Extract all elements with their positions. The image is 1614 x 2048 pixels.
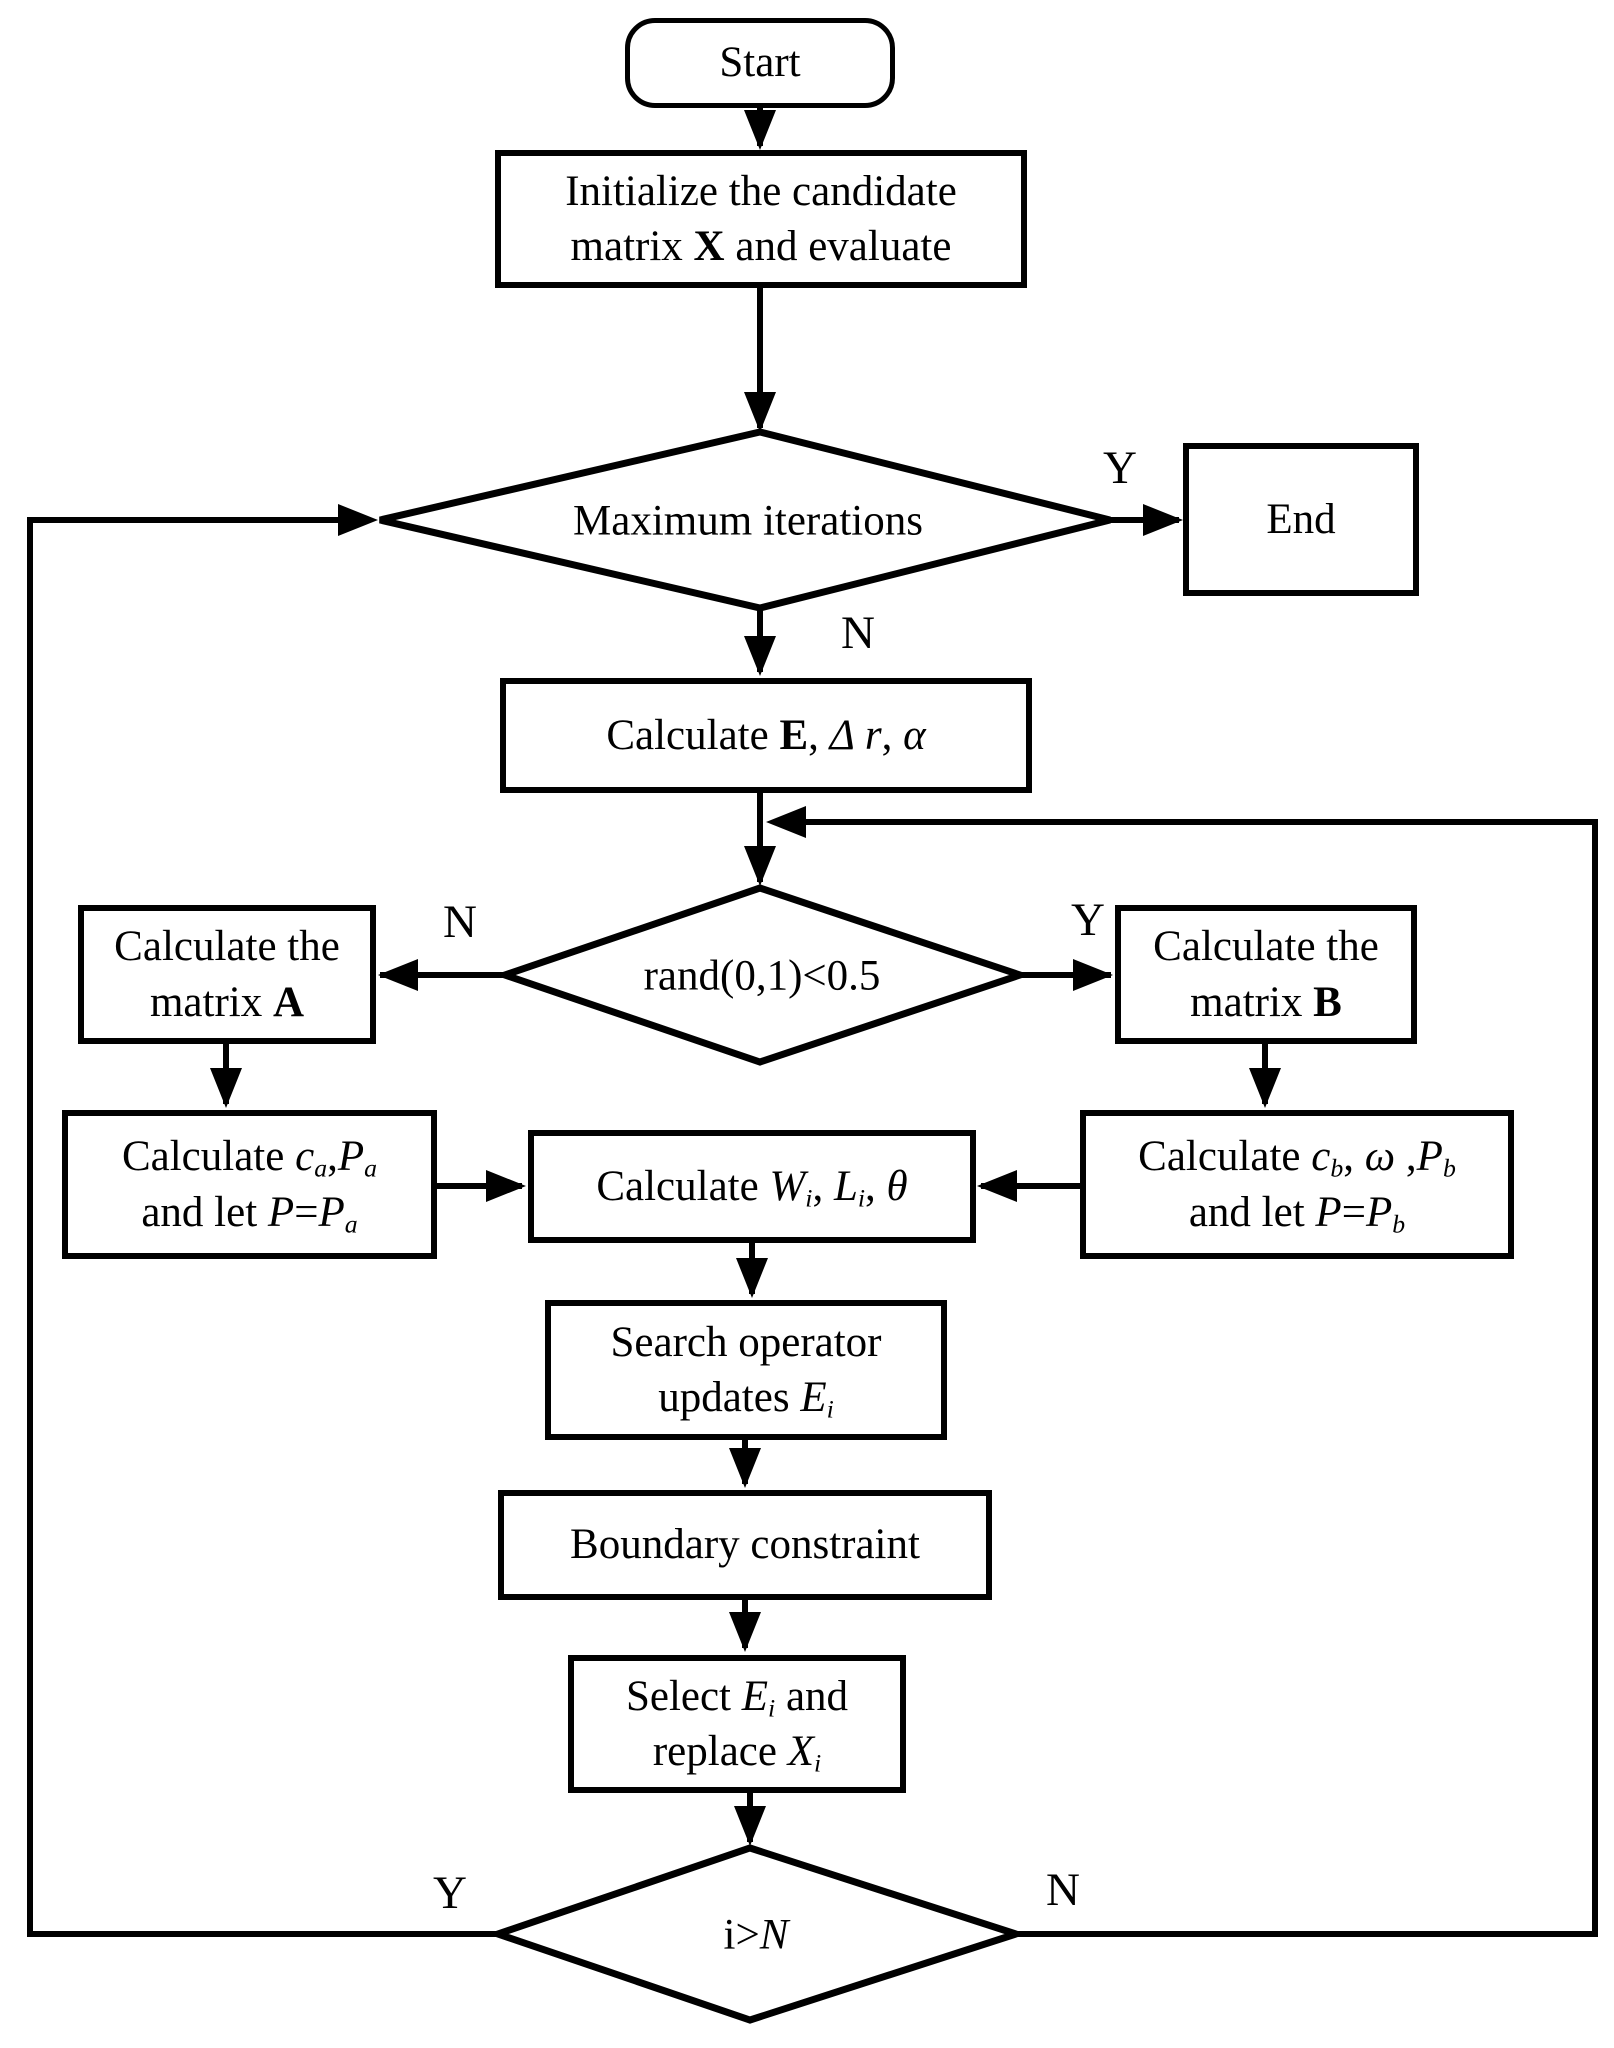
- arrowhead-maxiter-end: [1143, 504, 1183, 536]
- select-replace-process: Select Ei and replace Xi: [568, 1655, 906, 1793]
- label-rand-yes: Y: [1071, 894, 1105, 946]
- arrowhead-select-in: [734, 1806, 766, 1846]
- arrowhead-start-init: [744, 110, 776, 150]
- calc-matrix-a-process: Calculate the matrix A: [78, 905, 376, 1044]
- calc-wi-li-process: Calculate Wi, Li, θ: [528, 1130, 976, 1243]
- start-label: Start: [719, 39, 801, 87]
- wi-label: Calculate Wi, Li, θ: [596, 1162, 908, 1213]
- i-greater-n-decision-shape: [487, 1844, 1028, 2024]
- arrowhead-boundary-select: [729, 1612, 761, 1652]
- ca-line1: Calculate ca,Pa: [121, 1133, 378, 1183]
- arrowhead-cb-wi: [977, 1170, 1017, 1202]
- arrowhead-maxiter-calce: [744, 636, 776, 676]
- ca-line2: and let P=Pa: [141, 1188, 358, 1238]
- select-line2: replace Xi: [652, 1728, 822, 1778]
- calc-cb-pb-process: Calculate cb, ω ,Pb and let P=Pb: [1080, 1110, 1514, 1259]
- label-iter-no: N: [1046, 1864, 1080, 1916]
- arrowhead-loopno-junction: [766, 806, 806, 838]
- arrowhead-matb-cb: [1249, 1068, 1281, 1108]
- calc-matrix-b-process: Calculate the matrix B: [1115, 905, 1417, 1044]
- arrowhead-search-boundary: [729, 1448, 761, 1488]
- select-line1: Select Ei and: [625, 1672, 849, 1722]
- init-line1: Initialize the candidate: [565, 167, 957, 215]
- calc-e-process: Calculate E, Δ r, α: [500, 678, 1032, 793]
- calc-ca-pa-process: Calculate ca,Pa and let P=Pa: [62, 1110, 437, 1259]
- arrowhead-mata-ca: [210, 1068, 242, 1108]
- matrix-b-line2: matrix B: [1190, 978, 1342, 1026]
- edge-loop-yes-to-maxiter: [27, 517, 498, 1937]
- boundary-label: Boundary constraint: [570, 1521, 920, 1569]
- label-maxiter-no: N: [841, 607, 875, 659]
- cb-line1: Calculate cb, ω ,Pb: [1138, 1133, 1456, 1183]
- matrix-a-line1: Calculate the: [114, 923, 340, 971]
- rand-decision-label: rand(0,1)<0.5: [643, 952, 881, 1000]
- search-line2: updates Ei: [658, 1373, 834, 1424]
- search-operator-process: Search operator updates Ei: [545, 1300, 947, 1440]
- arrowhead-wi-search: [736, 1258, 768, 1298]
- calc-e-label: Calculate E, Δ r, α: [606, 711, 926, 759]
- init-line2: matrix X and evaluate: [570, 223, 952, 270]
- i-greater-n-decision-label: i>N: [723, 1911, 789, 1959]
- end-node: End: [1183, 443, 1419, 596]
- init-candidate-process: Initialize the candidate matrix X and ev…: [495, 150, 1027, 288]
- end-label: End: [1266, 495, 1336, 543]
- max-iterations-decision-shape: [379, 428, 1111, 612]
- rand-decision-shape: [494, 884, 1032, 1066]
- max-iterations-decision-label: Maximum iterations: [573, 497, 923, 545]
- cb-line2: and let P=Pb: [1188, 1188, 1406, 1238]
- search-line1: Search operator: [610, 1318, 882, 1366]
- label-maxiter-yes: Y: [1103, 442, 1137, 494]
- arrowhead-rand-matb: [1073, 959, 1113, 991]
- boundary-constraint-process: Boundary constraint: [498, 1490, 992, 1600]
- matrix-a-line2: matrix A: [149, 978, 305, 1026]
- start-node: Start: [625, 18, 895, 108]
- arrowhead-rand-mata: [378, 959, 418, 991]
- label-rand-no: N: [443, 896, 477, 948]
- arrowhead-calce-rand: [744, 846, 776, 886]
- arrowhead-init-maxiter: [744, 392, 776, 432]
- arrowhead-ca-wi: [486, 1170, 526, 1202]
- edge-loop-no-to-rand: [806, 819, 1598, 1937]
- matrix-b-line1: Calculate the: [1153, 923, 1379, 971]
- arrowhead-loopyes-maxiter: [338, 504, 378, 536]
- label-iter-yes: Y: [433, 1867, 467, 1919]
